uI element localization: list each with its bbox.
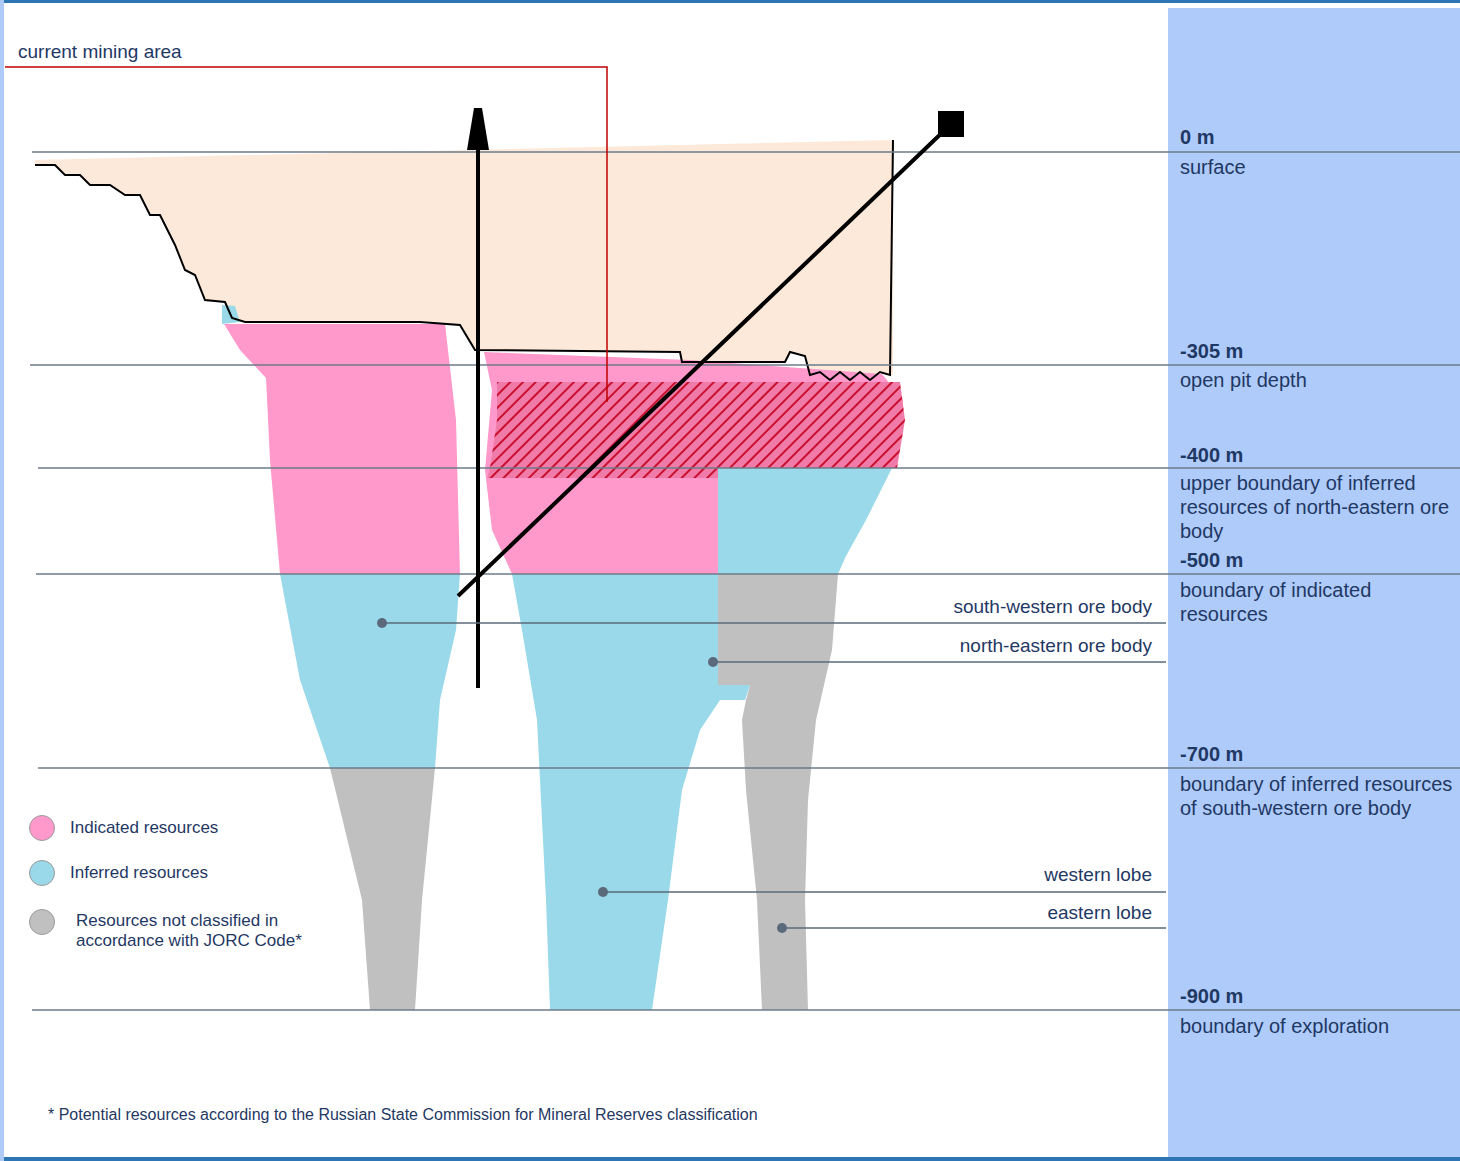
depth-value: 0 m [1180, 126, 1455, 148]
sw-inferred [280, 574, 460, 768]
ore-body-label: north-eastern ore body [960, 634, 1152, 658]
leader-dots [377, 618, 787, 933]
callout-label: current mining area [18, 40, 182, 64]
mining-hatch [487, 382, 905, 478]
frame-edge [0, 0, 4, 1161]
legend-swatch [29, 815, 55, 841]
depth-description: surface [1180, 155, 1455, 179]
sw-unclassified [330, 768, 435, 1010]
headframe-symbol [467, 108, 489, 150]
ne-inferred-east [718, 468, 892, 574]
legend-text: Indicated resources [70, 818, 370, 838]
sw-indicated [224, 324, 460, 574]
footnote: * Potential resources according to the R… [48, 1103, 758, 1127]
depth-description: boundary of indicated resources [1180, 578, 1455, 626]
legend-swatch [29, 860, 55, 886]
frame-bar [0, 1157, 1460, 1161]
depth-description: boundary of exploration [1180, 1014, 1455, 1038]
depth-value: -305 m [1180, 340, 1455, 362]
inclined-shaft [458, 127, 948, 596]
depth-value: -900 m [1180, 985, 1455, 1007]
leader-lines [382, 623, 1166, 928]
depth-description: boundary of inferred resources of south-… [1180, 772, 1455, 820]
mining-area-leader [5, 67, 607, 402]
ne-inferred-western-lobe [512, 574, 750, 1010]
lobe-label: eastern lobe [1047, 901, 1152, 925]
depth-value: -500 m [1180, 549, 1455, 571]
lobe-label: western lobe [1044, 863, 1152, 887]
pit-outline [35, 140, 893, 380]
ore-body-label: south-western ore body [953, 595, 1152, 619]
overburden [35, 140, 893, 380]
depth-description: upper boundary of inferred resources of … [1180, 471, 1455, 543]
depth-panel [1168, 8, 1460, 1157]
legend-swatch [29, 909, 55, 935]
legend-text: Inferred resources [70, 863, 370, 883]
frame-bar [0, 0, 1460, 3]
shaft-head-symbol [938, 111, 964, 137]
vertical-shaft [476, 148, 480, 688]
depth-lines [30, 152, 1460, 1010]
legend-text: Resources not classified in accordance w… [76, 911, 338, 951]
depth-description: open pit depth [1180, 368, 1455, 392]
depth-value: -400 m [1180, 444, 1455, 466]
depth-value: -700 m [1180, 743, 1455, 765]
depth-panel: 0 m surface -305 m open pit depth -400 m uppe… [1168, 8, 1460, 1157]
ne-unclassified-eastern-lobe [718, 574, 838, 1010]
